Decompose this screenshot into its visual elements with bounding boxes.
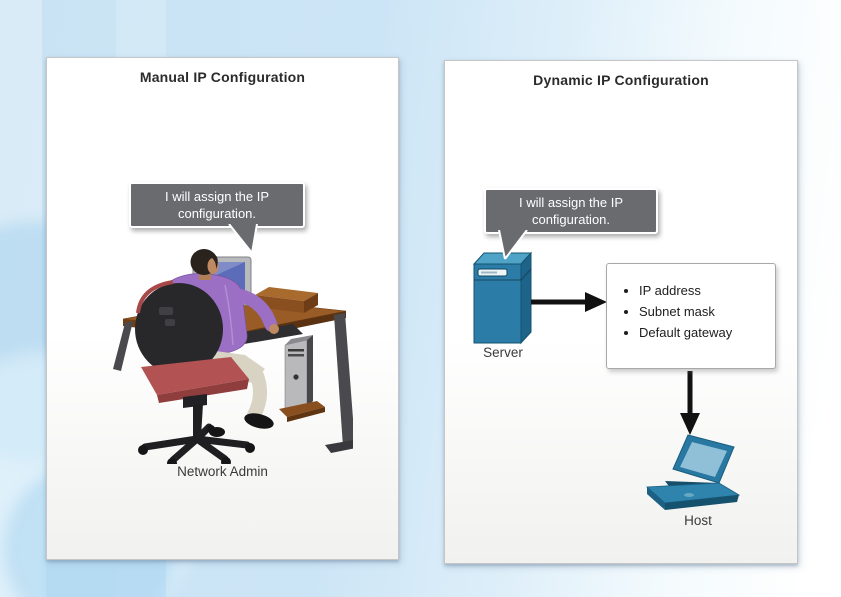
speech-bubble-line: I will assign the IP	[518, 195, 624, 210]
speech-bubble-line: I will assign the IP	[164, 189, 270, 204]
speech-bubble-tail	[498, 230, 528, 260]
speech-bubble: I will assign the IP configuration.	[484, 188, 658, 234]
list-item: IP address	[639, 280, 775, 301]
server-label: Server	[483, 345, 523, 360]
ip-config-box: IP address Subnet mask Default gateway	[606, 263, 776, 369]
speech-bubble-line: configuration.	[531, 212, 611, 227]
speech-bubble: I will assign the IP configuration.	[129, 182, 305, 228]
server-tower-icon	[472, 251, 533, 345]
host-label: Host	[684, 513, 712, 528]
list-item: Subnet mask	[639, 301, 775, 322]
manual-ip-panel: Manual IP Configuration I will assign th…	[46, 57, 399, 560]
panel-title: Manual IP Configuration	[139, 69, 306, 85]
arrow-down-icon	[680, 371, 700, 435]
background-band	[0, 0, 42, 597]
dynamic-ip-panel: Dynamic IP Configuration I will assign t…	[444, 60, 798, 564]
speech-bubble-line: configuration.	[177, 206, 257, 221]
person-at-desk-icon	[113, 249, 353, 464]
network-admin-label: Network Admin	[177, 464, 268, 479]
ip-config-list: IP address Subnet mask Default gateway	[621, 280, 775, 343]
arrow-right-icon	[531, 292, 607, 312]
background-band	[46, 556, 166, 597]
laptop-icon	[646, 434, 741, 510]
speech-bubble-tail	[228, 224, 258, 254]
panel-title: Dynamic IP Configuration	[533, 72, 709, 88]
list-item: Default gateway	[639, 322, 775, 343]
